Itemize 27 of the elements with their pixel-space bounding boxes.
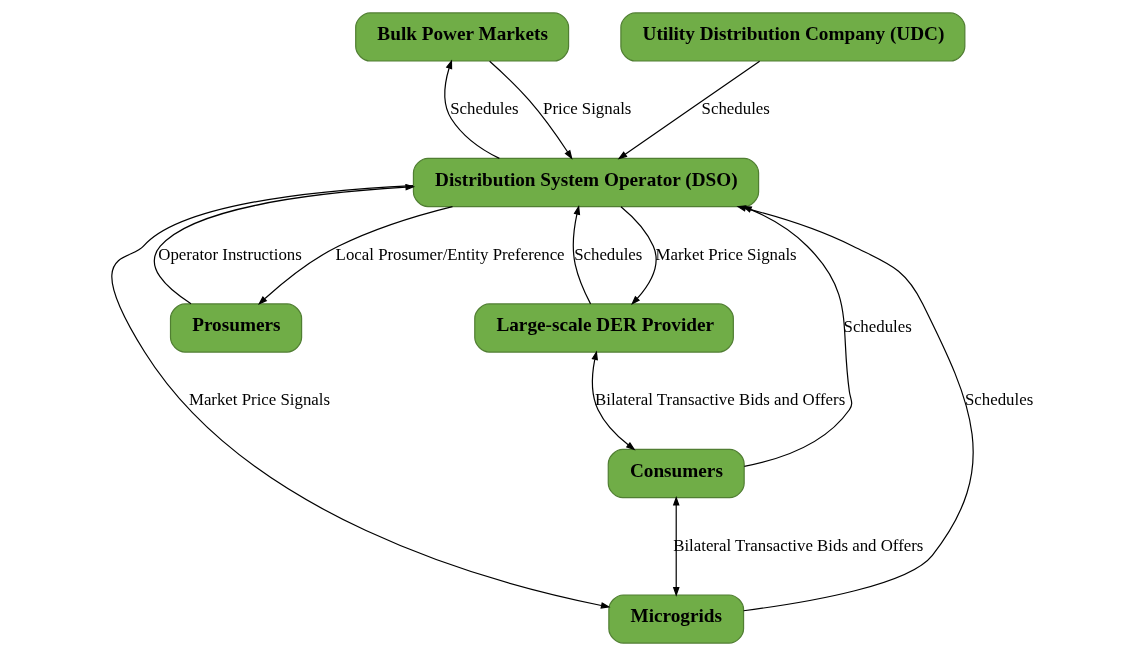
edge-label: Schedules bbox=[450, 99, 519, 119]
arrow bbox=[153, 183, 416, 305]
edge-label: Operator Instructions bbox=[158, 244, 302, 264]
node-box: Distribution System Operator (DSO) bbox=[412, 157, 760, 208]
arrow bbox=[620, 206, 657, 306]
arrow bbox=[591, 350, 636, 451]
edge-label: Schedules bbox=[574, 244, 643, 264]
edge-label: Local Prosumer/Entity Preference bbox=[335, 244, 565, 264]
arrow bbox=[111, 184, 611, 609]
arrow bbox=[444, 59, 500, 159]
edge-label: Price Signals bbox=[543, 99, 632, 119]
arrow bbox=[572, 205, 592, 305]
node-box: Bulk Power Markets bbox=[355, 12, 570, 62]
edge-label: Schedules bbox=[701, 99, 770, 119]
edge-label: Schedules bbox=[965, 390, 1034, 410]
node-box: Microgrids bbox=[608, 594, 745, 644]
arrow bbox=[257, 205, 454, 305]
node-box: Consumers bbox=[607, 448, 745, 499]
arrow bbox=[617, 60, 761, 160]
arrow bbox=[672, 495, 680, 597]
arrow bbox=[489, 60, 573, 160]
edge-label: Market Price Signals bbox=[655, 244, 797, 264]
node-box: Prosumers bbox=[169, 303, 303, 353]
node-box: Large-scale DER Provider bbox=[474, 303, 734, 353]
edge-label: Bilateral Transactive Bids and Offers bbox=[595, 390, 846, 410]
node-box: Utility Distribution Company (UDC) bbox=[620, 12, 966, 62]
edge-label: Market Price Signals bbox=[188, 390, 331, 410]
